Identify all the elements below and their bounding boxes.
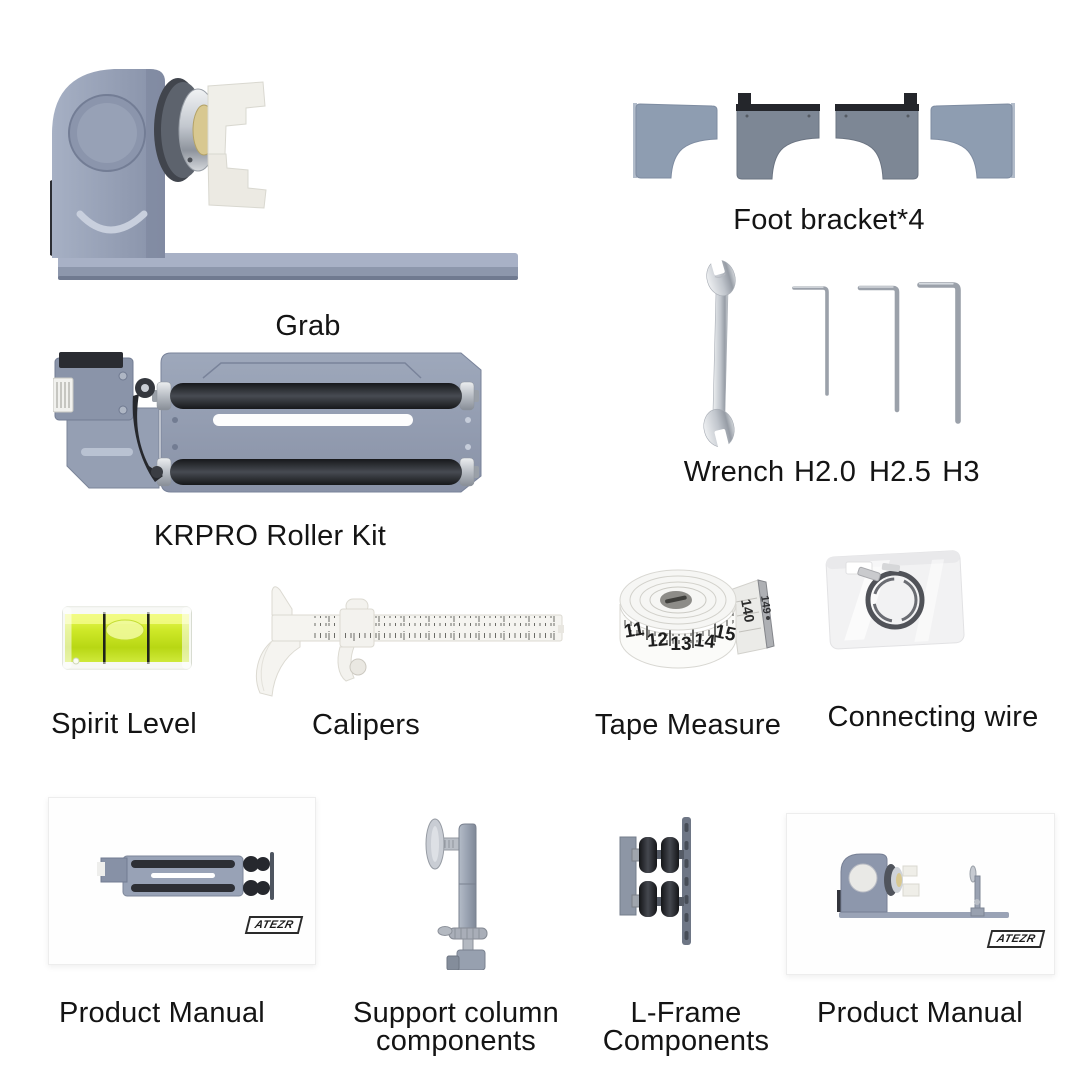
hex-key-label-h20: H2.0 bbox=[793, 456, 857, 488]
grab-base bbox=[58, 253, 518, 280]
svg-text:14: 14 bbox=[693, 630, 717, 653]
grab-chuck bbox=[154, 78, 267, 209]
l-frame-photo bbox=[619, 817, 691, 945]
manual-right-cover-image bbox=[837, 853, 1009, 918]
svg-text:11: 11 bbox=[622, 618, 646, 642]
wire-coil bbox=[857, 563, 925, 630]
atezr-logo: ATEZR bbox=[986, 930, 1046, 948]
foot-bracket-2 bbox=[735, 92, 821, 180]
roller-motor bbox=[53, 352, 134, 421]
spirit-level-photo bbox=[62, 606, 192, 670]
wrench-photo bbox=[703, 258, 736, 455]
roller-kit-label: KRPRO Roller Kit bbox=[153, 520, 387, 552]
foot-bracket-photo bbox=[632, 92, 1016, 180]
svg-text:13: 13 bbox=[670, 634, 691, 655]
hex-key-label-h3: H3 bbox=[942, 456, 980, 488]
spirit-level-label: Spirit Level bbox=[51, 708, 197, 740]
svg-text:12: 12 bbox=[646, 629, 669, 652]
roller-bar-bottom bbox=[152, 457, 479, 487]
foot-bracket-3 bbox=[834, 92, 920, 180]
product-manual-right-card: ATEZR bbox=[786, 813, 1055, 975]
spirit-level-bubble bbox=[105, 619, 145, 641]
roller-kit-photo bbox=[53, 352, 482, 493]
atezr-logo: ATEZR bbox=[244, 916, 304, 934]
calipers-slider bbox=[337, 598, 375, 682]
connecting-wire-label: Connecting wire bbox=[827, 701, 1039, 733]
calipers-label: Calipers bbox=[312, 709, 420, 741]
product-manual-left-card: ATEZR bbox=[48, 797, 316, 965]
grab-label: Grab bbox=[275, 310, 341, 342]
l-frame-rollers bbox=[631, 837, 679, 917]
hex-key-label-h25: H2.5 bbox=[868, 456, 932, 488]
product-manual-left-label: Product Manual bbox=[59, 997, 265, 1029]
tape-tail-number-149: 149 bbox=[758, 595, 772, 615]
tape-tail: 140 149 bbox=[729, 579, 775, 655]
l-frame-label-line2: Components bbox=[602, 1025, 770, 1057]
product-manual-right-label: Product Manual bbox=[817, 997, 1023, 1029]
support-column-label-line2: components bbox=[376, 1025, 536, 1057]
hex-keys-photo bbox=[792, 282, 961, 424]
connecting-wire-photo bbox=[825, 550, 965, 650]
roller-bar-top bbox=[152, 381, 479, 411]
grab-body bbox=[50, 69, 165, 258]
tools-photo bbox=[703, 258, 961, 455]
svg-text:15: 15 bbox=[713, 621, 738, 646]
foot-bracket-label: Foot bracket*4 bbox=[733, 204, 925, 236]
tape-tail-number-140: 140 bbox=[738, 598, 758, 624]
tape-measure-photo: 140 149 11 12 13 14 15 bbox=[619, 569, 775, 669]
grab-photo bbox=[50, 69, 518, 280]
wrench-label: Wrench bbox=[683, 456, 785, 488]
support-column-label-line1: Support column bbox=[353, 997, 559, 1029]
support-column-beam bbox=[458, 823, 477, 929]
manual-left-cover-image bbox=[97, 852, 274, 900]
foot-bracket-4 bbox=[930, 102, 1016, 179]
tape-measure-label: Tape Measure bbox=[594, 709, 782, 741]
tape-front-numbers: 11 12 13 14 15 bbox=[622, 618, 738, 655]
l-frame-label-line1: L-Frame bbox=[630, 997, 742, 1029]
foot-bracket-1 bbox=[632, 102, 718, 179]
support-column-photo bbox=[425, 818, 488, 970]
calipers-photo bbox=[256, 586, 564, 697]
roller-belt bbox=[132, 378, 163, 482]
